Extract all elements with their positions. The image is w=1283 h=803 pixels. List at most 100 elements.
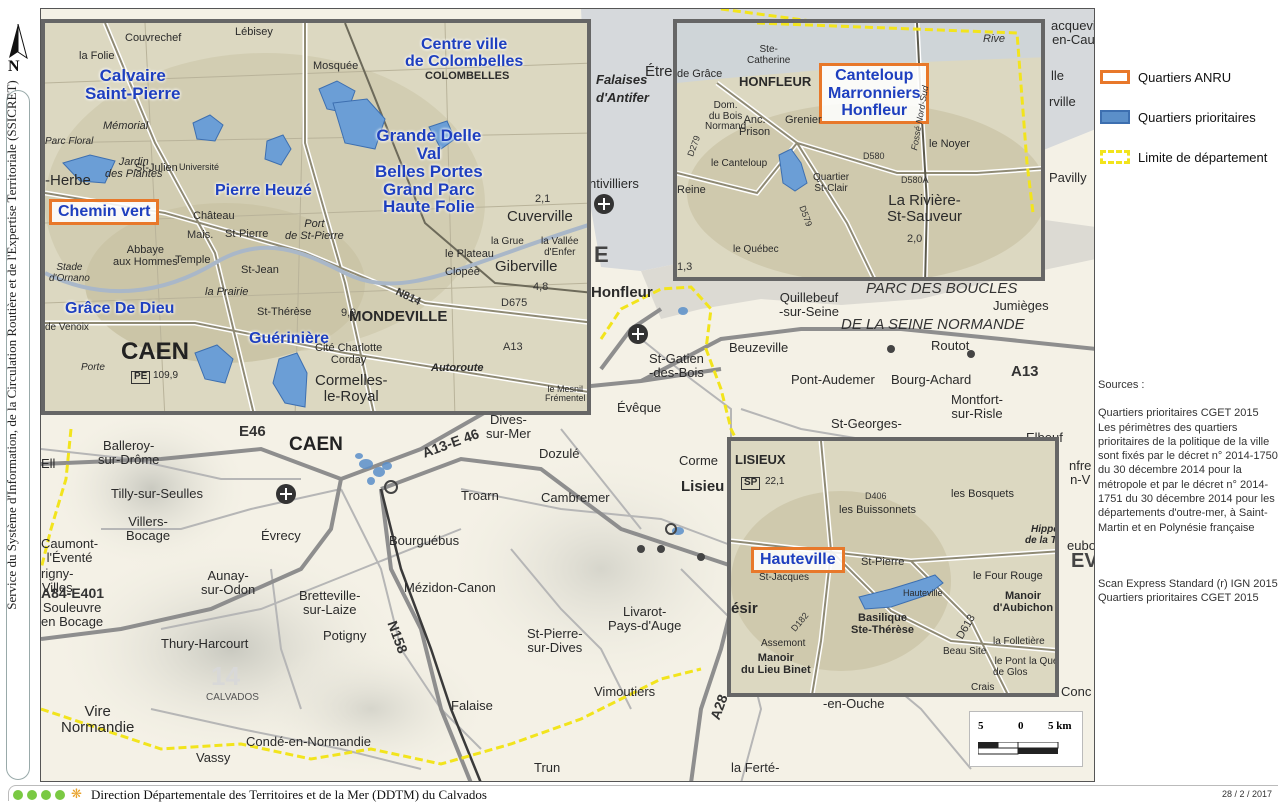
place-riviere: La Rivière- St-Sauveur — [887, 192, 963, 225]
footer-dot-icon — [27, 790, 37, 800]
place-four-rouge: le Four Rouge — [973, 570, 1043, 582]
place-basilique: Basilique Ste-Thérèse — [851, 612, 914, 636]
quarter-gueriniere: Guérinière — [249, 330, 330, 347]
place-la-que: la Que — [1029, 656, 1059, 667]
left-margin: N Service du Système d'Information, de l… — [0, 0, 34, 803]
sources-line-3: Scan Express Standard (r) IGN 2015 — [1098, 577, 1278, 590]
place-cuverville: Cuverville — [507, 208, 573, 225]
town-bourguebus: Bourguébus — [389, 533, 460, 548]
anru-hauteville: Hauteville — [751, 547, 845, 573]
anru-canteloup-marronniers-honfleur: Canteloup Marronniers Honfleur — [819, 63, 930, 124]
edge-pavilly: Pavilly — [1049, 170, 1087, 185]
place-beau-site: Beau Site — [943, 646, 987, 657]
footer-dot-icon — [41, 790, 51, 800]
town-eveque: Évêque — [617, 400, 662, 415]
quarter-calvaire: Calvaire Saint-Pierre — [85, 66, 181, 103]
place-manoir-binet: Manoir du Lieu Binet — [741, 652, 811, 676]
big-e-letter: E — [594, 242, 609, 267]
inset-route-d675: D675 — [501, 297, 528, 309]
place-reine: Reine — [677, 184, 706, 196]
place-buissonnets: les Buissonnets — [839, 504, 917, 516]
route-e46: E46 — [239, 423, 266, 440]
place-porte: Porte — [81, 362, 105, 373]
edge-rville: rville — [1049, 94, 1076, 109]
map-frame[interactable]: CAEN Honfleur Lisieu Balleroy- sur-Drôme… — [40, 8, 1095, 782]
quarter-grace-de-dieu: Grâce De Dieu — [65, 300, 175, 317]
town-quillebeuf: Quillebeuf -sur-Seine — [779, 290, 839, 319]
place-crais: Crais — [971, 682, 995, 693]
place-mondeville: MONDEVILLE — [349, 308, 448, 325]
town-livarot: Livarot- Pays-d'Auge — [608, 604, 682, 633]
town-troarn: Troarn — [461, 488, 499, 503]
town-falaises: Falaises — [596, 72, 648, 87]
town-aunay: Aunay- sur-Odon — [201, 568, 256, 597]
town-ouche: -en-Ouche — [823, 696, 885, 711]
place-la-folie: la Folie — [79, 50, 115, 62]
sources-block: Sources : Quartiers prioritaires CGET 20… — [1098, 378, 1278, 606]
town-dives: Dives- sur-Mer — [486, 412, 531, 441]
inset-honfleur-map[interactable]: Canteloup Marronniers Honfleur HONFLEUR … — [673, 19, 1045, 281]
inset-lisieux-map[interactable]: Hauteville LISIEUX SP 22,1 les Buissonne… — [727, 437, 1059, 697]
town-evrecy: Évrecy — [261, 528, 301, 543]
town-st-georges: St-Georges- — [831, 416, 902, 431]
town-jumieges: Jumièges — [993, 298, 1049, 313]
honfleur-rive: Rive — [983, 33, 1006, 45]
place-noyer: le Noyer — [929, 138, 970, 150]
honfleur-elev: 2,0 — [907, 233, 923, 245]
place-parc-floral: Parc Floral — [45, 136, 94, 147]
route-a13: A13 — [1011, 363, 1039, 380]
place-chateau: Château — [193, 210, 235, 222]
place-plateau: le Plateau — [445, 248, 494, 260]
inset-lisieux-background — [731, 441, 1055, 693]
legend-item-limite: Limite de département — [1100, 146, 1267, 168]
legend-label-prioritaires: Quartiers prioritaires — [1138, 109, 1256, 125]
town-vimoutiers: Vimoutiers — [594, 684, 656, 699]
town-souleuvre: Souleuvre en Bocage — [41, 600, 104, 629]
edge-enfre: nfre n-V — [1069, 458, 1092, 487]
route-a84: A84-E401 — [41, 585, 105, 601]
town-lisieux: Lisieu — [681, 478, 725, 495]
place-jardin: Jardin des Plantes — [105, 156, 163, 180]
inset-caen-map[interactable]: Calvaire Saint-Pierre Centre ville de Co… — [41, 19, 591, 415]
inset-honfleur-background — [677, 23, 1041, 277]
place-bosquets: les Bosquets — [951, 488, 1014, 500]
place-herbe: -Herbe — [45, 172, 91, 189]
sources-heading: Sources : — [1098, 379, 1145, 391]
place-st-jean: St-Jean — [241, 264, 279, 276]
place-st-jacques: St-Jacques — [759, 572, 810, 583]
town-etretat: Étre — [645, 63, 673, 80]
place-catherine: Ste- Catherine — [747, 44, 791, 66]
place-hauteville-small: Hauteville — [903, 588, 943, 598]
legend-swatch-prioritaires — [1100, 110, 1130, 124]
legend-item-prioritaires: Quartiers prioritaires — [1100, 106, 1256, 128]
town-beuzeville: Beuzeville — [729, 340, 789, 355]
place-quebec: le Québec — [733, 244, 779, 255]
town-ferte: la Ferté- — [731, 760, 780, 775]
place-sp-elev: 22,1 — [765, 476, 785, 487]
place-couvrechef: Couvrechef — [125, 32, 182, 44]
place-giberville: Giberville — [495, 258, 558, 275]
legend-label-anru: Quartiers ANRU — [1138, 69, 1232, 85]
place-elev: 109,9 — [153, 370, 179, 381]
town-routot: Routot — [931, 338, 970, 353]
place-mesnil: le Mesnil Frémentel — [545, 384, 586, 404]
place-st-julien: St-Julien — [135, 162, 178, 174]
footer-star-icon: ❋ — [71, 786, 82, 801]
sources-line-4: Quartiers prioritaires CGET 2015 — [1098, 592, 1259, 605]
town-villers: Villers- Bocage — [126, 514, 171, 543]
quarter-grande-delle: Grande Delle Val Belles Portes Grand Par… — [375, 126, 483, 217]
edge-eub: eubo — [1067, 538, 1095, 553]
place-canteloup: le Canteloup — [711, 158, 768, 169]
place-vallee: la Vallée d'Enfer — [541, 236, 579, 258]
honfleur-route-d580a: D580A — [901, 175, 929, 185]
town-vire: Vire Normandie — [61, 703, 135, 736]
place-prison: Anc. Prison — [739, 114, 771, 138]
edge-acquevi: acquevi en-Cau — [1051, 18, 1095, 47]
place-universite: Université — [179, 162, 220, 172]
place-mosquee: Mosquée — [313, 60, 359, 72]
town-falaise: Falaise — [451, 698, 493, 713]
legend-swatch-limite — [1100, 150, 1130, 164]
place-st-pierre: St-Pierre — [225, 228, 269, 240]
town-tilly: Tilly-sur-Seulles — [111, 486, 203, 501]
